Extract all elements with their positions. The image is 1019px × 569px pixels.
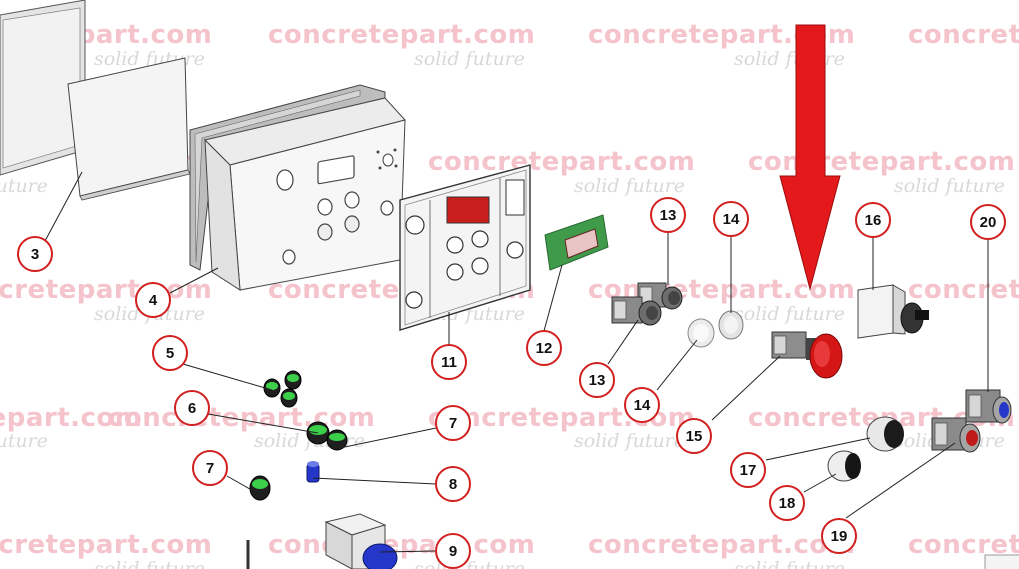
pcb-display-part <box>544 214 609 271</box>
callout-part-7[interactable]: 7 <box>192 450 228 486</box>
emergency-stop-part <box>771 331 843 379</box>
watermark-tagline: solid future <box>0 175 49 197</box>
watermark-text: concretepart.com <box>108 403 376 433</box>
cable-gland-part <box>263 370 302 408</box>
callout-part-14[interactable]: 14 <box>713 201 749 237</box>
callout-part-6[interactable]: 6 <box>174 390 210 426</box>
watermark-text: concretepart.com <box>428 147 696 177</box>
watermark-text: concretepart.com <box>268 20 536 50</box>
down-arrow-icon <box>779 24 841 291</box>
watermark-text: concretepart.com <box>268 530 536 560</box>
watermark-tagline: solid future <box>574 430 686 452</box>
corner-tab <box>984 554 1019 569</box>
front-panel-overlay-part <box>399 164 531 331</box>
callout-part-13[interactable]: 13 <box>650 197 686 233</box>
blue-fitting-part <box>306 461 320 483</box>
switch-block-part <box>611 282 683 326</box>
rotary-switch-part <box>857 284 929 339</box>
callout-part-15[interactable]: 15 <box>676 418 712 454</box>
watermark-tagline: solid future <box>414 48 526 70</box>
blue-pushbutton-part <box>965 389 1012 424</box>
watermark-text: concretepart.com <box>908 20 1019 50</box>
callout-part-20[interactable]: 20 <box>970 204 1006 240</box>
watermark-tagline: solid future <box>894 175 1006 197</box>
callout-part-12[interactable]: 12 <box>526 330 562 366</box>
lens-part <box>687 310 744 348</box>
watermark-text: concretepart.com <box>908 275 1019 305</box>
callout-part-8[interactable]: 8 <box>435 466 471 502</box>
selector-head-part <box>866 416 904 452</box>
watermark-tagline: solid future <box>94 558 206 569</box>
callout-part-5[interactable]: 5 <box>152 335 188 371</box>
callout-part-4[interactable]: 4 <box>135 282 171 318</box>
callout-part-13[interactable]: 13 <box>579 362 615 398</box>
callout-part-3[interactable]: 3 <box>17 236 53 272</box>
callout-part-11[interactable]: 11 <box>431 344 467 380</box>
watermark-tagline: solid future <box>734 558 846 569</box>
selector-knob-part <box>827 450 861 482</box>
callout-part-7[interactable]: 7 <box>435 405 471 441</box>
watermark-text: concretepart.com <box>588 530 856 560</box>
cable-gland-part <box>249 475 271 501</box>
callout-part-14[interactable]: 14 <box>624 387 660 423</box>
back-panel-part <box>0 0 191 201</box>
callout-part-18[interactable]: 18 <box>769 485 805 521</box>
callout-part-16[interactable]: 16 <box>855 202 891 238</box>
cable-gland-part <box>306 421 348 451</box>
watermark-tagline: solid future <box>0 430 49 452</box>
watermark-tagline: solid future <box>414 558 526 569</box>
watermark-tagline: solid future <box>734 303 846 325</box>
callout-part-9[interactable]: 9 <box>435 533 471 569</box>
watermark-text: concretepart.com <box>0 403 143 433</box>
junction-box-part <box>246 513 398 569</box>
watermark-text: concretepart.com <box>0 530 213 560</box>
red-pushbutton-part <box>931 417 981 453</box>
enclosure-part <box>189 84 406 291</box>
watermark-text: concretepart.com <box>748 147 1016 177</box>
callout-part-19[interactable]: 19 <box>821 518 857 554</box>
leader-lines <box>44 171 989 553</box>
callout-part-17[interactable]: 17 <box>730 452 766 488</box>
watermark-tagline: solid future <box>574 175 686 197</box>
